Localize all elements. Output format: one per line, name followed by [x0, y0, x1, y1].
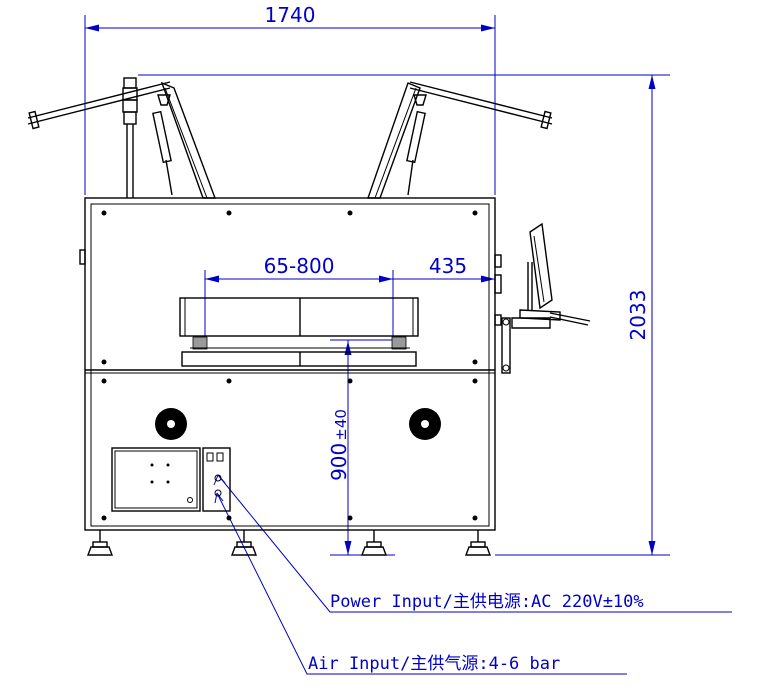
power-input-label: Power Input/主供电源:AC 220V±10% [330, 592, 644, 612]
overall-height-label: 2033 [626, 290, 650, 341]
right-roller [409, 408, 441, 440]
callout-power: Power Input/主供电源:AC 220V±10% [213, 474, 732, 613]
air-input-label: Air Input/主供气源:4-6 bar [308, 654, 560, 674]
leveling-feet [86, 530, 492, 556]
frame-bolts [101, 210, 478, 521]
left-lift-arm [27, 81, 217, 199]
callout-air: Air Input/主供气源:4-6 bar [214, 492, 627, 675]
press-assembly [179, 297, 419, 367]
right-lift-arm [367, 81, 553, 199]
dim-overall-height: 2033 [138, 74, 670, 556]
monitor [511, 222, 591, 329]
working-height-label: 900±40 [327, 409, 351, 481]
overall-width-label: 1740 [265, 3, 316, 27]
dim-working-width: 65-800 435 [204, 254, 496, 345]
dim-working-height: 900±40 [327, 339, 395, 556]
control-cabinet [111, 447, 231, 512]
side-hardware [494, 254, 511, 374]
signal-tower [122, 77, 138, 198]
machine-frame [79, 197, 496, 531]
left-roller [155, 408, 187, 440]
working-width-label: 65-800 [264, 254, 335, 278]
offset-label: 435 [429, 254, 467, 278]
dim-overall-width: 1740 [84, 3, 496, 195]
